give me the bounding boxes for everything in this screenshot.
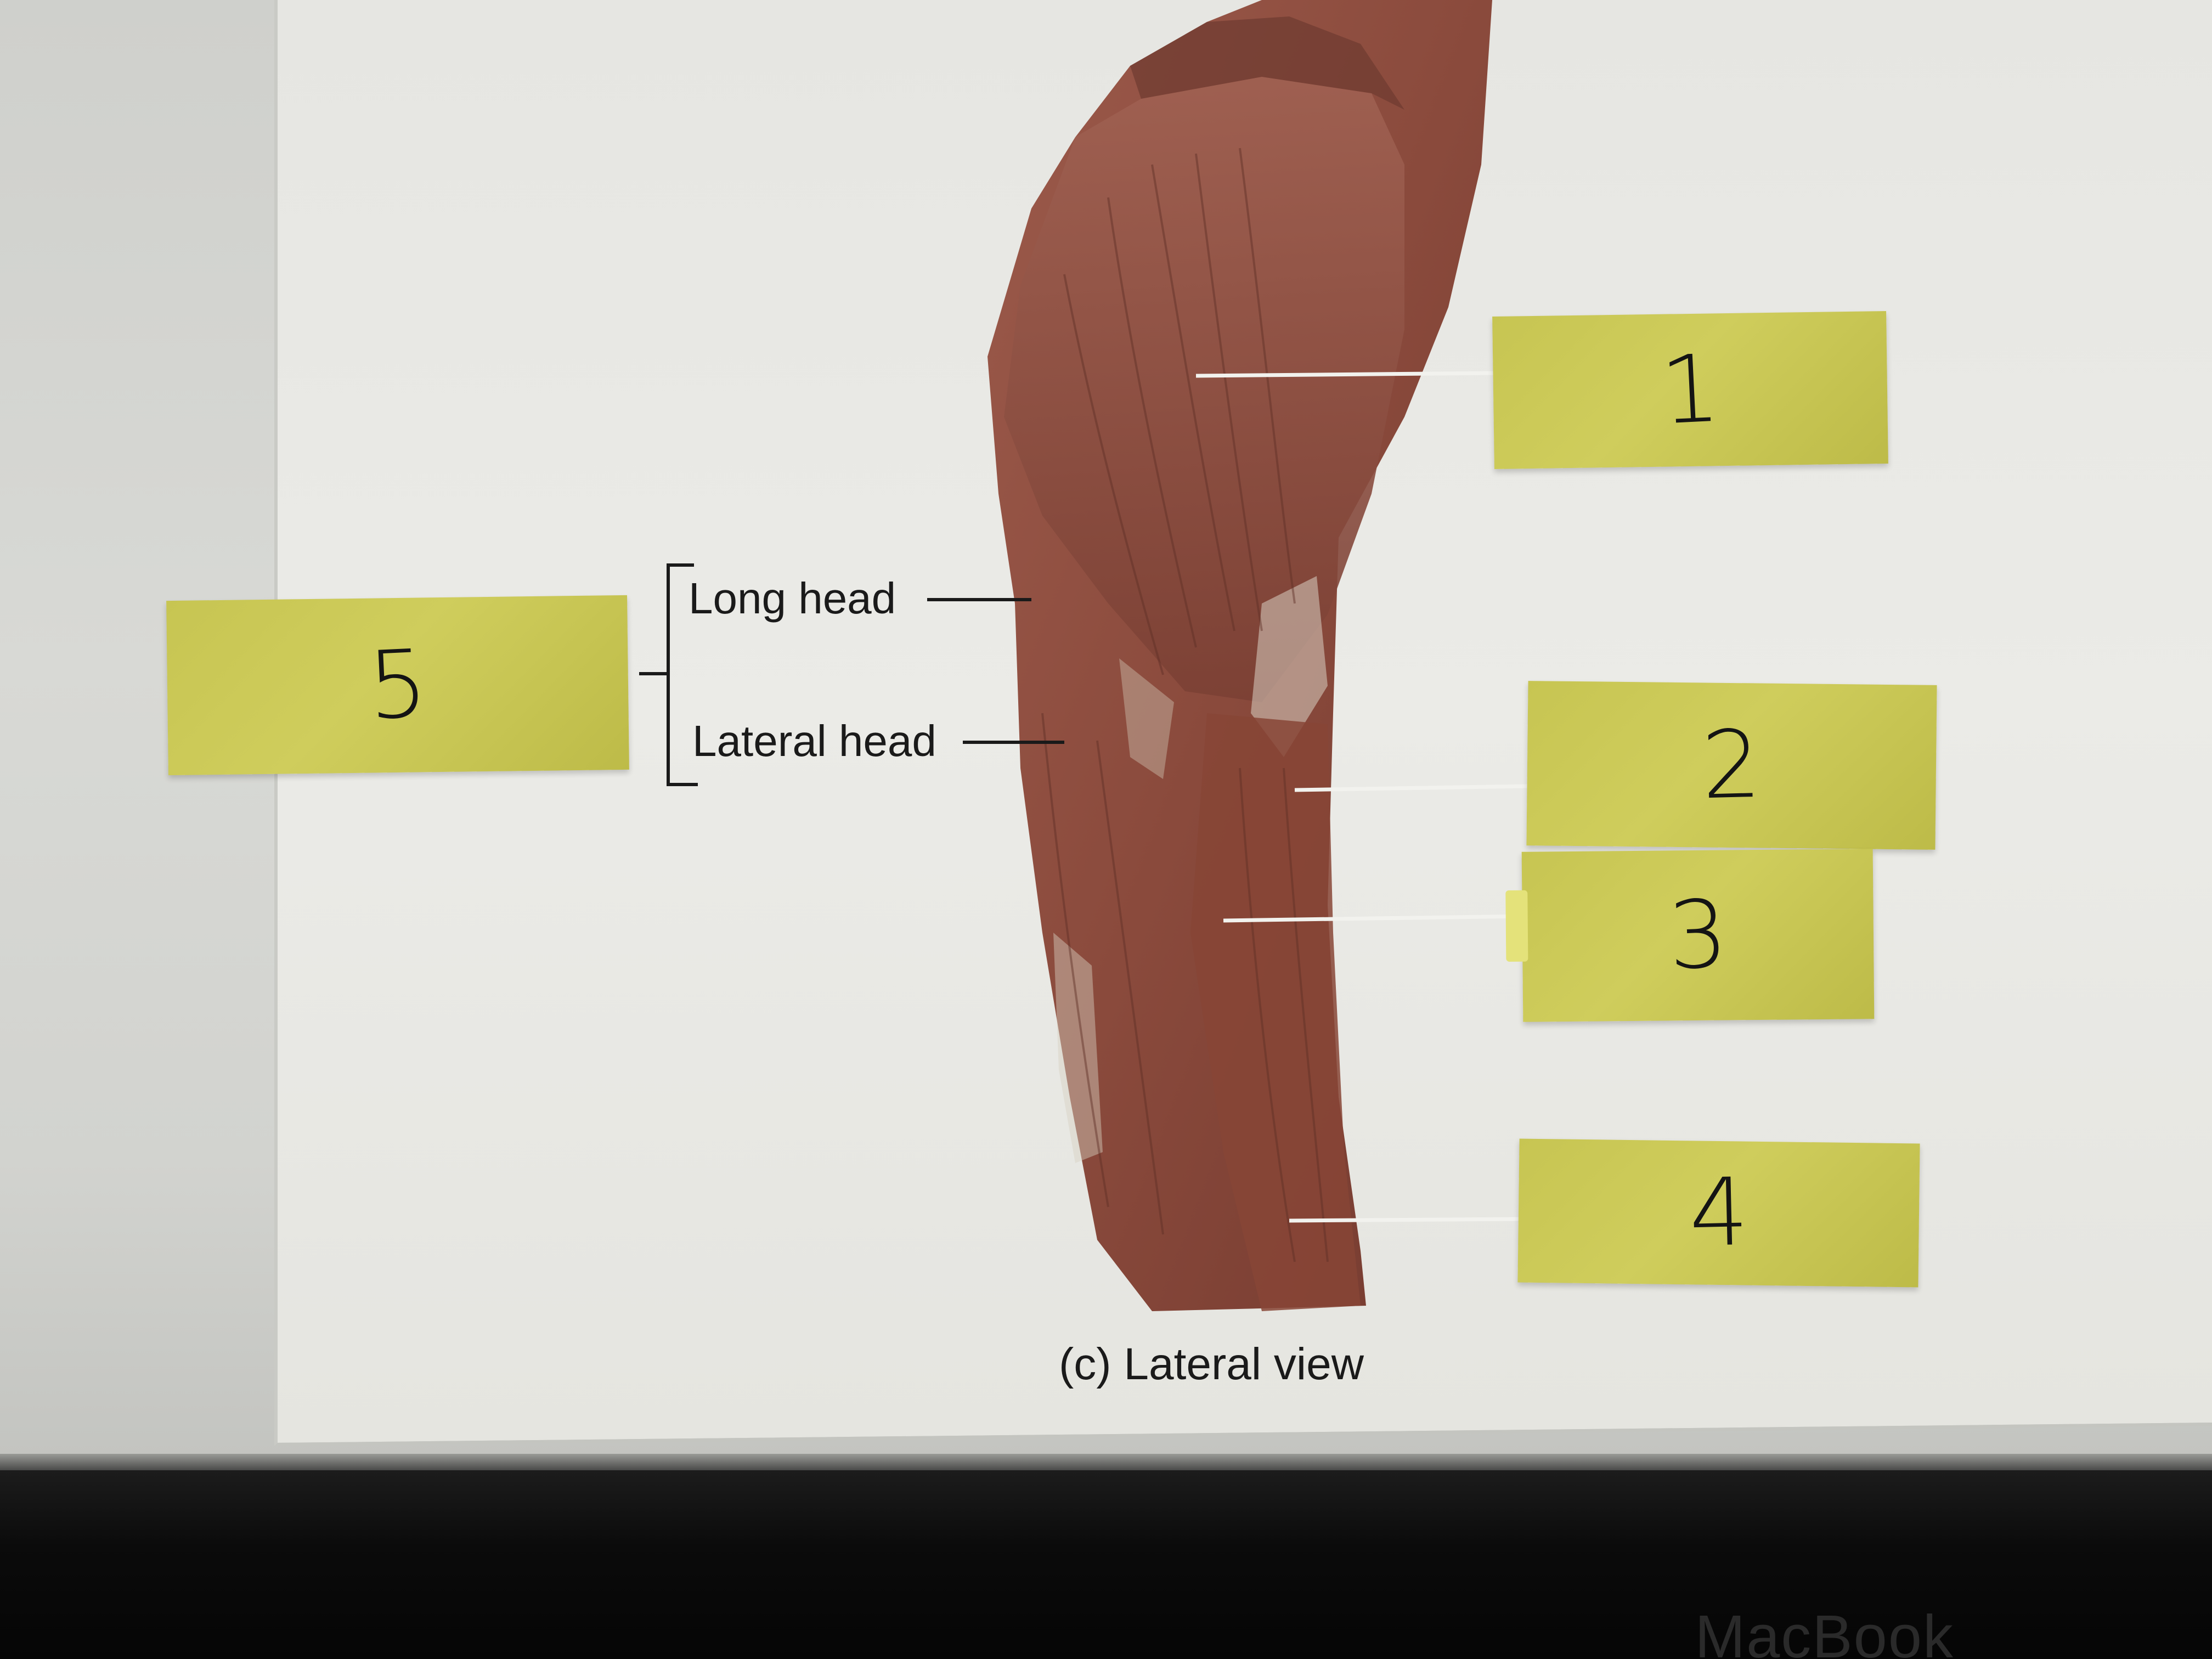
- sticky-note-2: 2: [1526, 681, 1937, 850]
- sticky-note-number: 4: [1688, 1158, 1750, 1268]
- sticky-note-5: 5: [166, 595, 629, 776]
- deltoid-region: [1004, 77, 1404, 702]
- label-lateral-head: Lateral head: [692, 716, 936, 765]
- leader-line-3: [1223, 914, 1523, 923]
- sticky-note-1: 1: [1492, 311, 1888, 469]
- leader-line-2: [1294, 784, 1528, 792]
- sticky-note-4: 4: [1517, 1138, 1920, 1288]
- figure-caption: (c) Lateral view: [1059, 1339, 1364, 1389]
- sticky-note-number: 5: [365, 629, 430, 741]
- leader-line-1: [1195, 371, 1494, 378]
- sticky-note-number: 2: [1701, 710, 1763, 821]
- leader-line-4: [1289, 1217, 1519, 1223]
- device-brand-label: MacBook: [1695, 1603, 1954, 1659]
- label-long-head: Long head: [689, 574, 896, 623]
- sticky-note-3: 3: [1521, 849, 1875, 1022]
- laptop-bezel: [0, 1470, 2212, 1659]
- sticky-note-number: 1: [1658, 334, 1723, 446]
- sticky-note-number: 3: [1666, 879, 1730, 991]
